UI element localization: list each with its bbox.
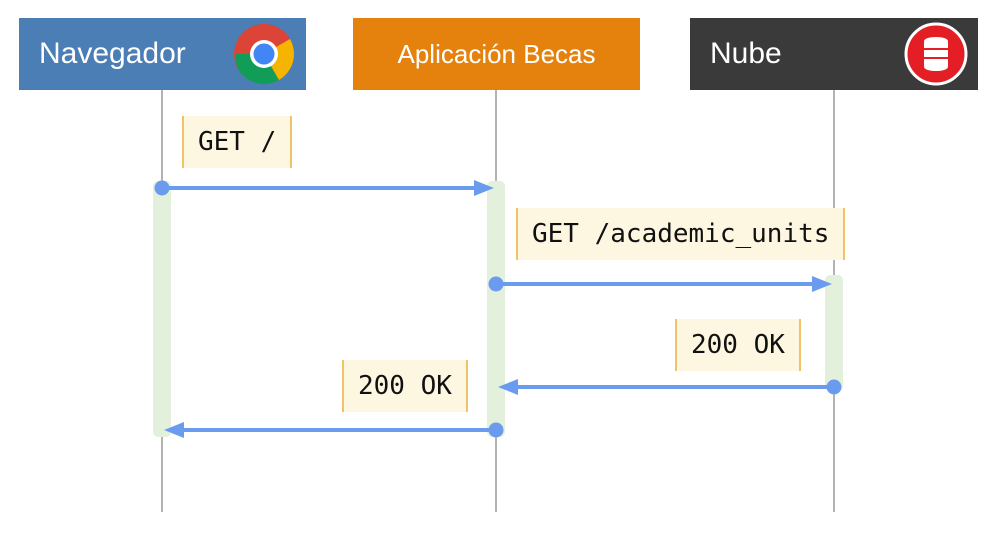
message-label: 200 OK — [342, 360, 468, 412]
participant-name: Nube — [710, 37, 782, 70]
activation-navegador — [153, 181, 171, 437]
chrome-icon — [234, 24, 295, 85]
participant-nube: Nube — [690, 18, 978, 90]
message-arrow-200-ok-nube — [498, 379, 842, 395]
participant-name: Navegador — [39, 37, 186, 70]
message-arrow-200-ok-app — [164, 422, 504, 438]
activation-nube — [825, 275, 843, 391]
message-label: GET /academic_units — [516, 208, 846, 260]
message-arrow-get-academic-units — [488, 276, 832, 292]
participant-navegador: Navegador — [19, 18, 306, 90]
participant-aplicacion-becas: Aplicación Becas — [353, 18, 640, 90]
activation-aplicacion-becas — [487, 181, 505, 437]
database-icon — [904, 22, 968, 86]
participant-name: Aplicación Becas — [397, 38, 596, 69]
message-arrow-get-root — [154, 180, 494, 196]
message-label: 200 OK — [675, 319, 801, 371]
message-label: GET / — [182, 116, 293, 168]
